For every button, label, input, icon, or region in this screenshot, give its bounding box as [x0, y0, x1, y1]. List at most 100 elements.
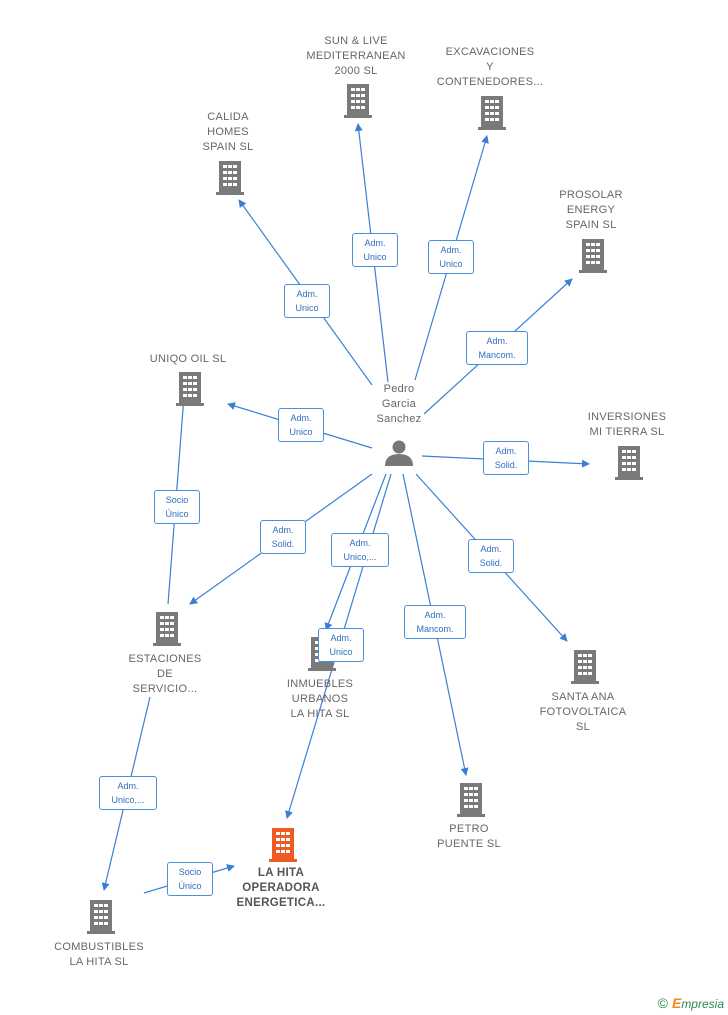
company-label-line: Y — [486, 61, 494, 73]
company-label-line: ENERGETICA... — [236, 897, 326, 909]
company-label-line: MI TIERRA SL — [589, 426, 665, 438]
edge-label-line: Adm. — [480, 544, 502, 554]
company-label-line: INMUEBLES — [286, 678, 354, 690]
edge-label-line: Adm. — [364, 238, 386, 248]
person-label-line: Sanchez — [376, 413, 422, 425]
building-icon[interactable] — [478, 96, 506, 130]
edge-label-inmuebles[interactable]: Adm. Unico,... — [331, 533, 389, 567]
company-label-line: CALIDA — [207, 111, 249, 123]
edge-label-line: Adm. — [424, 610, 446, 620]
company-label-santaana[interactable]: SANTA ANA FOTOVOLTAICA SL — [513, 690, 653, 735]
edge-label-line: Adm. — [290, 413, 312, 423]
company-label-line: EXCAVACIONES — [445, 46, 535, 58]
company-label-line: URBANOS — [291, 693, 349, 705]
building-icon[interactable] — [153, 612, 181, 646]
company-label-line: LA HITA SL — [290, 708, 350, 720]
company-label-line: COMBUSTIBLES — [54, 941, 144, 953]
company-label-line: SERVICIO... — [132, 683, 198, 695]
edge-label-lahita[interactable]: Adm. Unico — [318, 628, 364, 662]
company-label-line: SUN & LIVE — [324, 35, 388, 47]
building-icon[interactable] — [579, 239, 607, 273]
edge-label-line: Adm. — [486, 336, 508, 346]
company-label-line: UNIQO OIL SL — [149, 353, 227, 365]
edge-label-line: Solid. — [494, 460, 518, 470]
edge-label-line: Socio — [178, 867, 202, 877]
edge-label-line: Mancom. — [416, 624, 454, 634]
building-icon[interactable] — [615, 446, 643, 480]
company-label-line: PUENTE SL — [437, 838, 501, 850]
empresia-watermark: ©Empresia — [658, 995, 724, 1011]
edge-label-line: Único — [165, 509, 189, 519]
edge-label-petro[interactable]: Adm. Mancom. — [404, 605, 466, 639]
building-icon[interactable] — [571, 650, 599, 684]
edge-label-line: Adm. — [495, 446, 517, 456]
edge-label-sun[interactable]: Adm. Unico — [352, 233, 398, 267]
edge-label-estaciones[interactable]: Adm. Solid. — [260, 520, 306, 554]
company-label-line: HOMES — [207, 126, 249, 138]
edge-label-line: Unico — [439, 259, 463, 269]
edge-label-line: Solid. — [479, 558, 503, 568]
edge-label-inversiones[interactable]: Adm. Solid. — [483, 441, 529, 475]
edge-label-exc[interactable]: Adm. Unico — [428, 240, 474, 274]
building-icon[interactable] — [216, 161, 244, 195]
building-icon[interactable] — [344, 84, 372, 118]
edge-label-line: Unico,... — [343, 552, 377, 562]
company-label-exc[interactable]: EXCAVACIONES Y CONTENEDORES... — [420, 45, 560, 90]
edge-label-uniqo[interactable]: Adm. Unico — [278, 408, 324, 442]
company-label-line: ESTACIONES — [128, 653, 202, 665]
edge-label-line: Unico — [329, 647, 353, 657]
person-label-line: Pedro — [383, 383, 415, 395]
company-label-uniqo[interactable]: UNIQO OIL SL — [118, 352, 258, 367]
person-icon[interactable] — [385, 440, 413, 467]
building-icon[interactable] — [269, 828, 297, 862]
edge-label-line: Mancom. — [478, 350, 516, 360]
brand-name: mpresia — [681, 997, 724, 1011]
edge-label-line: Adm. — [349, 538, 371, 548]
company-label-line: FOTOVOLTAICA — [539, 706, 627, 718]
company-label-line: SANTA ANA — [551, 691, 615, 703]
edge-label-line: Solid. — [271, 539, 295, 549]
company-label-line: DE — [157, 668, 173, 680]
brand-initial: E — [671, 995, 682, 1011]
building-icon[interactable] — [457, 783, 485, 817]
edge-label-santaana[interactable]: Adm. Solid. — [468, 539, 514, 573]
edge-label-line: Unico,... — [111, 795, 145, 805]
company-label-line: ENERGY — [566, 204, 616, 216]
company-label-inversiones[interactable]: INVERSIONES MI TIERRA SL — [557, 410, 697, 440]
company-label-line: INVERSIONES — [587, 411, 667, 423]
company-label-line: SPAIN SL — [565, 219, 617, 231]
building-icon[interactable] — [176, 372, 204, 406]
edge-label-line: Unico — [289, 427, 313, 437]
edge-label-line: Adm. — [296, 289, 318, 299]
company-label-line: SL — [575, 721, 591, 733]
edge-label-combustibles[interactable]: Adm. Unico,... — [99, 776, 157, 810]
edge-label-line: Unico — [363, 252, 387, 262]
company-label-combustibles[interactable]: COMBUSTIBLES LA HITA SL — [29, 940, 169, 970]
company-label-line: LA HITA SL — [69, 956, 129, 968]
edge-label-prosolar[interactable]: Adm. Mancom. — [466, 331, 528, 365]
company-label-line: MEDITERRANEAN — [306, 50, 406, 62]
edge-label-line: Adm. — [330, 633, 352, 643]
copyright-symbol: © — [657, 995, 668, 1011]
edge-label-line: Adm. — [440, 245, 462, 255]
edge-label-line: Único — [178, 881, 202, 891]
company-label-inmuebles[interactable]: INMUEBLES URBANOS LA HITA SL — [250, 677, 390, 722]
company-label-estaciones[interactable]: ESTACIONES DE SERVICIO... — [95, 652, 235, 697]
person-label-line: Garcia — [381, 398, 417, 410]
edge-label-line: Adm. — [117, 781, 139, 791]
building-icon[interactable] — [87, 900, 115, 934]
edge-label-line: Socio — [165, 495, 189, 505]
edge-label-line: Adm. — [272, 525, 294, 535]
company-label-line: CONTENEDORES... — [436, 76, 544, 88]
edge-label-calida[interactable]: Adm. Unico — [284, 284, 330, 318]
edge-label-line: Unico — [295, 303, 319, 313]
